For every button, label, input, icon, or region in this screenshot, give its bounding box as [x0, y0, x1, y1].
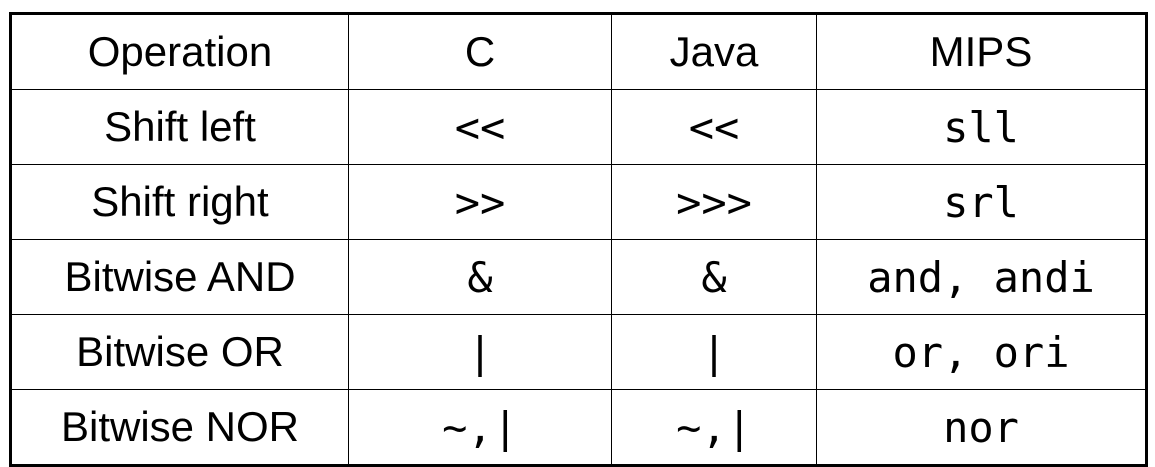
mips-instruction-cell: or, ori — [816, 314, 1147, 390]
java-operator-cell: & — [611, 239, 817, 315]
table-row: Shift left << << sll — [10, 89, 1147, 165]
java-operator-cell: | — [611, 314, 817, 390]
c-operator-cell: << — [348, 89, 612, 165]
header-c: C — [348, 13, 612, 90]
table-row: Shift right >> >>> srl — [10, 164, 1147, 240]
c-operator-cell: | — [348, 314, 612, 390]
header-row: Operation C Java MIPS — [10, 13, 1147, 90]
operation-cell: Shift left — [10, 89, 349, 165]
c-operator-cell: & — [348, 239, 612, 315]
header-mips: MIPS — [816, 13, 1147, 90]
operations-table: Operation C Java MIPS Shift left << << s… — [9, 12, 1148, 467]
mips-instruction-cell: sll — [816, 89, 1147, 165]
c-operator-cell: >> — [348, 164, 612, 240]
java-operator-cell: >>> — [611, 164, 817, 240]
java-operator-cell: ~,| — [611, 389, 817, 466]
c-operator-cell: ~,| — [348, 389, 612, 466]
operation-cell: Bitwise OR — [10, 314, 349, 390]
operation-cell: Bitwise NOR — [10, 389, 349, 466]
header-operation: Operation — [10, 13, 349, 90]
mips-instruction-cell: srl — [816, 164, 1147, 240]
mips-instruction-cell: and, andi — [816, 239, 1147, 315]
table-row: Bitwise AND & & and, andi — [10, 239, 1147, 315]
table-row: Bitwise NOR ~,| ~,| nor — [10, 389, 1147, 466]
header-java: Java — [611, 13, 817, 90]
mips-instruction-cell: nor — [816, 389, 1147, 466]
operation-cell: Shift right — [10, 164, 349, 240]
table-row: Bitwise OR | | or, ori — [10, 314, 1147, 390]
operation-cell: Bitwise AND — [10, 239, 349, 315]
java-operator-cell: << — [611, 89, 817, 165]
